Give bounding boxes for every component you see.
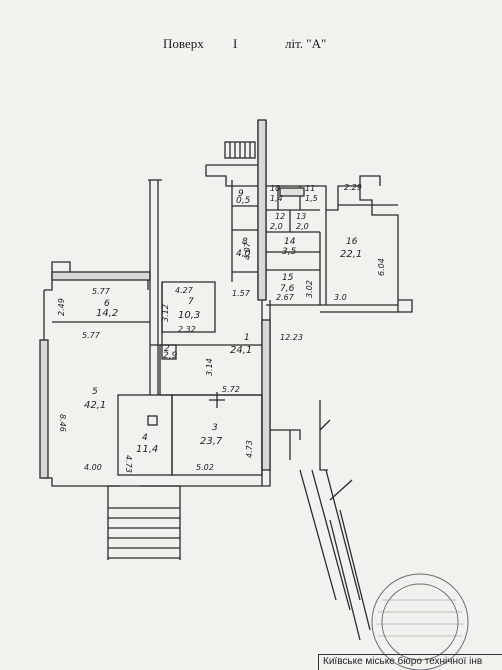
room-3-area: 23,7 <box>200 436 223 447</box>
dim-2-67: 2.67 <box>276 293 295 302</box>
room-12-area: 2,0 <box>270 222 283 231</box>
room-15-number: 15 <box>282 273 294 283</box>
room-7-area: 10,3 <box>178 310 200 321</box>
room-9-area: 0,5 <box>236 196 251 206</box>
room-13-number: 13 <box>296 212 306 221</box>
bureau-footer: Київське міське бюро технічної інв <box>318 654 502 670</box>
dim-5-77-mid: 5.77 <box>82 331 101 340</box>
room-13-area: 2,0 <box>296 222 309 231</box>
room-16-number: 16 <box>346 237 358 247</box>
dim-4-73-right: 4.73 <box>245 440 254 458</box>
room-10-number: 10 <box>270 184 280 193</box>
building-letter: літ. "А" <box>285 36 327 51</box>
room-6-area: 14,2 <box>96 308 118 319</box>
room-14-number: 14 <box>284 237 296 247</box>
room-1-number: 1 <box>244 333 250 343</box>
room-12-number: 12 <box>275 212 285 221</box>
room-5-number: 5 <box>92 387 98 397</box>
dim-2-49: 2.49 <box>57 298 66 316</box>
dim-12-23: 12.23 <box>280 333 303 342</box>
dim-1-57: 1.57 <box>232 289 251 298</box>
room-5-area: 42,1 <box>84 400 106 411</box>
floor-label: Поверх <box>163 36 204 51</box>
room-4-number: 4 <box>142 433 148 443</box>
room-8-area: 4,0 <box>236 249 251 259</box>
room-14-area: 3,5 <box>282 247 297 257</box>
dim-8-46: 8.46 <box>58 414 67 432</box>
dim-2-32: 2.32 <box>178 325 196 334</box>
room-2-number: 2 <box>164 344 170 354</box>
floor-number: I <box>233 36 238 51</box>
dim-3-12: 3.12 <box>161 304 170 322</box>
plan-header: Поверх I літ. "А" <box>0 36 502 56</box>
room-2-area: 2,9 <box>163 351 178 361</box>
room-11-number: 11 <box>305 184 315 193</box>
room-6-number: 6 <box>104 299 110 309</box>
dim-5-72: 5.72 <box>222 385 240 394</box>
dim-4-27: 4.27 <box>175 286 194 295</box>
room-11-area: 1,5 <box>305 194 318 203</box>
dim-5-02: 5.02 <box>196 463 214 472</box>
room-16-area: 22,1 <box>340 249 362 260</box>
room-7-number: 7 <box>188 297 194 307</box>
room-1-area: 24,1 <box>230 345 252 356</box>
room-15-area: 7,6 <box>280 284 295 294</box>
dim-3-14: 3.14 <box>205 358 214 376</box>
dim-2-29: 2.29 <box>344 183 362 192</box>
dim-5-77-top: 5.77 <box>92 287 111 296</box>
dim-3-02: 3.02 <box>305 280 314 298</box>
room-10-area: 1,4 <box>270 194 283 203</box>
room-3-number: 3 <box>212 423 218 433</box>
dim-6-04: 6.04 <box>377 258 386 276</box>
dim-4-00: 4.00 <box>84 463 102 472</box>
dim-4-07: 4.07 <box>243 241 252 260</box>
dim-3-0: 3.0 <box>334 293 347 302</box>
room-8-number: 8 <box>242 237 248 247</box>
bureau-stamp <box>371 573 469 670</box>
room-4-area: 11,4 <box>136 444 158 455</box>
dim-4-73-left: 4.73 <box>124 455 133 473</box>
room-9-number: 9 <box>238 189 244 199</box>
